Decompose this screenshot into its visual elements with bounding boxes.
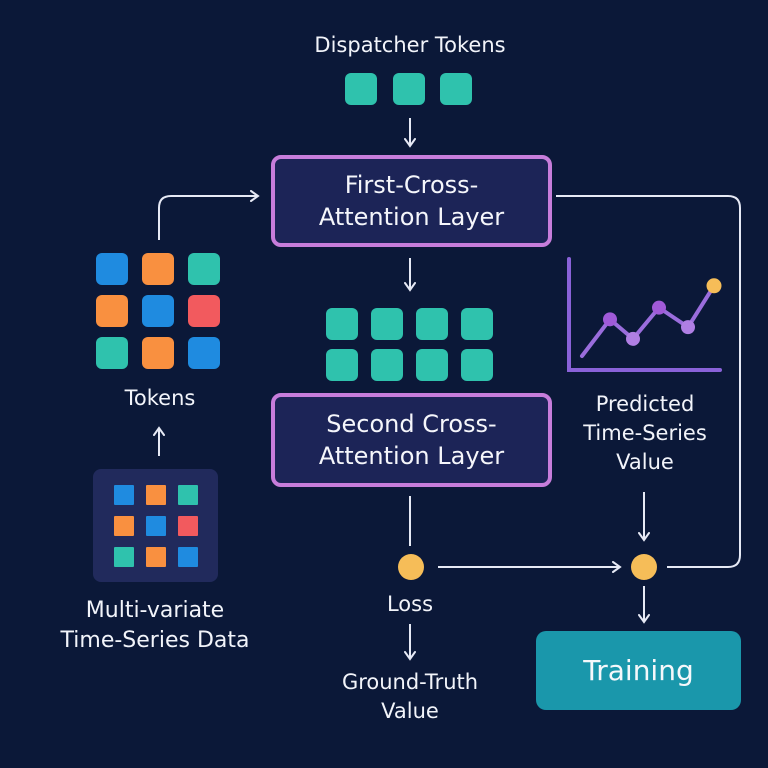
chart-point [652,300,666,315]
token-red [188,295,220,327]
second-cross-attention-layer[interactable]: Second Cross- Attention Layer [271,393,552,487]
training-label: Training [583,654,694,687]
data-cell-teal [178,485,198,505]
chart-point [626,331,640,346]
loss-label: Loss [386,592,434,616]
chart-point [681,320,695,335]
chart-point [603,312,617,327]
loss-dot [398,554,424,580]
chart-point-highlight [706,278,722,294]
token-teal [96,337,128,369]
data-cell-blue [146,516,166,536]
token-orange [96,295,128,327]
token-teal [188,253,220,285]
ground-truth-label: Ground-Truth Value [341,670,479,723]
data-cell-blue [178,547,198,567]
intermediate-token [461,349,493,381]
arrow-tokens-to-first-layer [158,190,260,240]
first-cross-attention-layer[interactable]: First-Cross- Attention Layer [271,155,552,247]
intermediate-token [461,308,493,340]
prediction-chart-icon [567,257,722,372]
dispatcher-token [345,73,377,105]
intermediate-token [326,308,358,340]
chart-line [580,283,716,358]
training-button[interactable]: Training [536,631,741,710]
data-cell-orange [146,485,166,505]
token-blue [188,337,220,369]
token-orange [142,253,174,285]
tokens-label: Tokens [124,386,196,410]
dispatcher-tokens-title: Dispatcher Tokens [314,33,506,57]
merge-dot [631,554,657,580]
intermediate-token [371,308,403,340]
data-cell-red [178,516,198,536]
dispatcher-token [440,73,472,105]
intermediate-token [371,349,403,381]
input-data-label: Multi-variate Time-Series Data [60,598,250,653]
data-cell-orange [114,516,134,536]
token-blue [142,295,174,327]
intermediate-token [416,308,448,340]
data-cell-blue [114,485,134,505]
intermediate-token [326,349,358,381]
data-cell-teal [114,547,134,567]
chart-axes [567,257,722,372]
data-cell-orange [146,547,166,567]
token-orange [142,337,174,369]
dispatcher-token [393,73,425,105]
token-blue [96,253,128,285]
intermediate-token [416,349,448,381]
prediction-label: Predicted Time-Series Value [583,392,707,474]
